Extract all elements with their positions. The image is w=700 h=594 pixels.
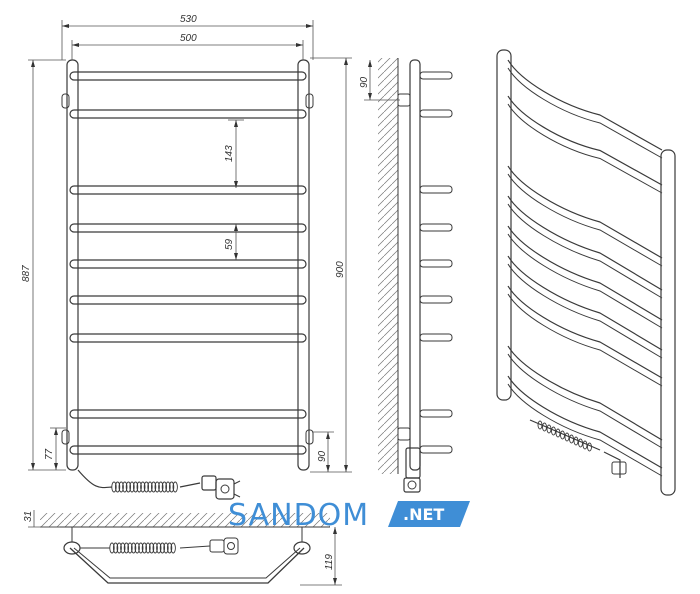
front-rung (69, 295, 307, 305)
left-pipe (66, 59, 79, 471)
front-rung (69, 71, 307, 81)
dim-bar-spacing-small: 59 (224, 224, 238, 260)
side-rung (419, 333, 453, 342)
side-rung (419, 109, 453, 118)
perspective-rung-edge (507, 67, 663, 159)
perspective-rung (507, 225, 663, 321)
dim-label-31: 31 (23, 511, 34, 522)
watermark-suffix: .NET (403, 505, 444, 524)
mount-stubs (61, 93, 314, 445)
dim-label-77: 77 (44, 448, 55, 460)
top-view: 31 119 (23, 510, 342, 586)
watermark-brand: SANDOM (228, 498, 369, 533)
side-rung (419, 185, 453, 194)
side-view: 90 (359, 58, 453, 493)
side-plug-icon (403, 447, 421, 493)
perspective-rung-edge (507, 263, 663, 359)
perspective-rung-edge (507, 203, 663, 299)
perspective-rung-edge (507, 353, 663, 449)
dim-wall-offset: 31 (23, 510, 60, 528)
dim-label-119: 119 (324, 554, 335, 570)
dim-pipe-spacing: 500 (71, 33, 304, 60)
front-rung (69, 109, 307, 119)
dim-label-143: 143 (224, 145, 235, 162)
front-rung (69, 409, 307, 419)
perspective-view (496, 49, 676, 496)
dim-label-887: 887 (21, 265, 32, 282)
dim-height-overall: 900 (310, 57, 352, 473)
dim-bottom-offset: 77 (44, 427, 66, 470)
perspective-rung (507, 195, 663, 291)
perspective-rungs (507, 59, 663, 477)
perspective-rung (507, 165, 663, 259)
perspective-rung (507, 255, 663, 351)
front-rung (69, 185, 307, 195)
side-rung (419, 445, 453, 454)
perspective-right-pipe (660, 149, 676, 496)
side-rung (419, 259, 453, 268)
dim-label-500: 500 (180, 33, 197, 44)
perspective-rung (507, 285, 663, 379)
top-cable-coil-icon (80, 537, 239, 555)
dim-depth: 119 (300, 527, 342, 586)
perspective-rung (507, 95, 663, 186)
dim-label-90-side: 90 (359, 76, 370, 88)
side-rungs (419, 71, 453, 454)
watermark-logo: SANDOM .NET (228, 498, 470, 533)
dim-label-59: 59 (224, 238, 235, 250)
front-rungs (69, 71, 307, 455)
perspective-rung-edge (507, 103, 663, 194)
side-rung (419, 71, 453, 80)
heating-cable-coil-icon (77, 469, 201, 493)
plug-icon (201, 475, 241, 500)
side-rung (419, 223, 453, 232)
side-rung (419, 295, 453, 304)
perspective-rung (507, 59, 663, 151)
perspective-rung-edge (507, 293, 663, 387)
side-mounts (397, 93, 411, 441)
dim-overall-width: 530 (61, 14, 314, 60)
front-rung (69, 333, 307, 343)
dim-mount-offset-top: 90 (359, 60, 400, 101)
perspective-rung-edge (507, 233, 663, 329)
watermark-net-badge (388, 501, 470, 527)
perspective-rung (507, 345, 663, 441)
perspective-left-pipe (496, 49, 512, 401)
front-view: 530 500 143 59 887 (21, 14, 352, 500)
perspective-rung-edge (507, 383, 663, 477)
right-pipe (297, 59, 310, 471)
side-rung (419, 409, 453, 418)
dim-mount-offset-bottom: 90 (312, 431, 334, 472)
perspective-cable-coil-icon (529, 419, 627, 478)
front-rung (69, 223, 307, 233)
wall-hatch-icon (378, 58, 399, 474)
dim-height-inner: 887 (21, 59, 66, 471)
dim-label-530: 530 (180, 14, 197, 25)
top-wall-hatch-icon (40, 513, 330, 528)
dim-label-90-front: 90 (317, 450, 328, 462)
dim-label-900: 900 (335, 261, 346, 278)
side-pipe (409, 59, 421, 471)
perspective-rung-edge (507, 173, 663, 267)
front-rung (69, 259, 307, 269)
perspective-rung (507, 375, 663, 469)
front-rung (69, 445, 307, 455)
top-profile (69, 547, 305, 584)
dim-bar-spacing-large: 143 (224, 119, 244, 188)
